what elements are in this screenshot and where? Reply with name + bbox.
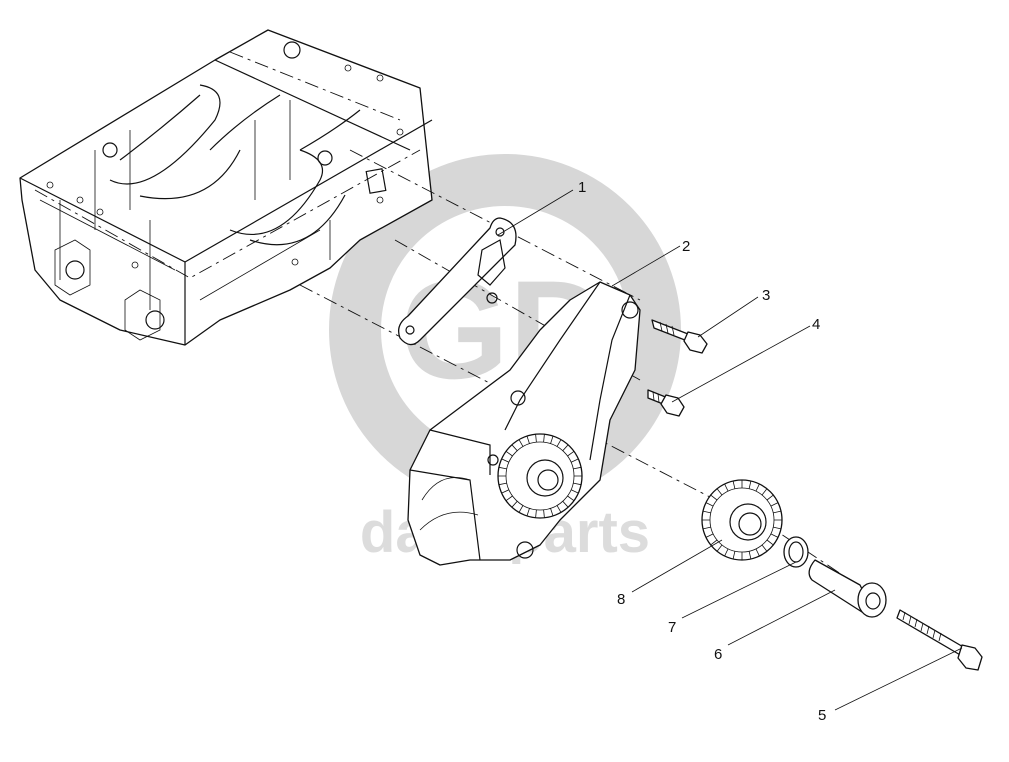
callout-8: 8 [617,591,625,608]
callout-5: 5 [818,707,826,724]
bolt-long-pump [651,319,708,354]
leader-1 [497,189,574,236]
pump-internal-gear [497,433,583,519]
callout-4: 4 [812,316,820,333]
idler-gear [701,479,783,561]
leader-8 [631,539,723,593]
callout-7: 7 [668,619,676,636]
callouts: 1 2 3 4 5 6 7 8 [578,179,826,724]
callout-3: 3 [762,287,770,304]
engine-block [19,29,433,346]
leader-lines [497,189,963,711]
leader-5 [834,647,963,711]
idler-shaft [808,559,887,618]
leader-7 [681,561,797,619]
gasket [397,217,517,346]
callout-2: 2 [682,238,690,255]
callout-1: 1 [578,179,586,196]
leader-2 [611,245,681,287]
oil-pump-housing [407,281,641,566]
leader-3 [697,296,759,338]
leader-6 [727,589,836,646]
bolt-idler-shaft [896,609,983,671]
leader-4 [671,325,811,403]
o-ring [783,536,809,568]
callout-6: 6 [714,646,722,663]
bolt-short-pump [647,389,685,417]
